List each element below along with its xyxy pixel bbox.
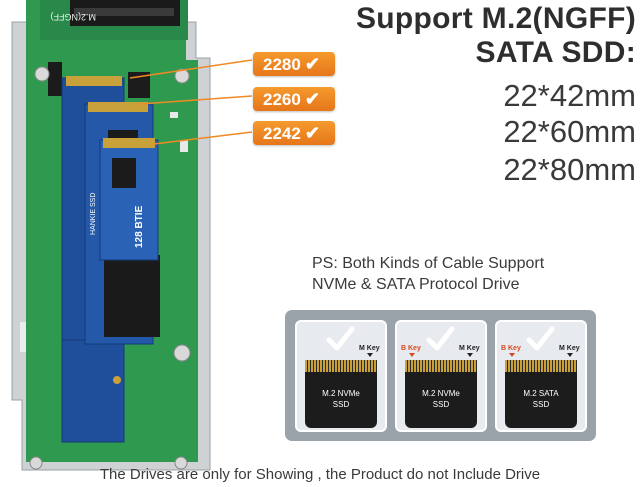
ps-note-line-1: PS: Both Kinds of Cable Support <box>312 255 545 272</box>
connector-pins <box>505 360 577 372</box>
badge-label: 2260 <box>263 90 301 109</box>
m-key-label: M Key <box>559 345 580 352</box>
drive-label-line-2: SSD <box>532 400 550 409</box>
key-card-nvme-mkey: M Key M.2 NVMe SSD <box>295 320 387 432</box>
badge-label: 2280 <box>263 55 301 74</box>
pointer-line-2260 <box>139 95 253 105</box>
b-key-label: B Key <box>401 345 421 352</box>
footer-disclaimer: The Drives are only for Showing , the Pr… <box>99 466 541 483</box>
m-key-arrow-icon <box>367 353 373 357</box>
drive-label: M.2 NVMe SSD <box>311 388 371 410</box>
ps-note-line-2: NVMe & SATA Protocol Drive <box>312 276 520 293</box>
m-key-arrow-icon <box>567 353 573 357</box>
drive-label-line-1: M.2 SATA <box>523 389 559 398</box>
pointer-lines <box>129 59 253 145</box>
drive-label-line-2: SSD <box>332 400 350 409</box>
size-2260: 22*60mm <box>503 114 636 149</box>
m-key-label: M Key <box>359 345 380 352</box>
pointer-line-2280 <box>129 59 253 79</box>
drive-label: M.2 SATA SSD <box>511 388 571 410</box>
key-card-nvme-bm-key: B Key M Key M.2 NVMe SSD <box>395 320 487 432</box>
checkmark-icon <box>426 326 455 351</box>
headline-line-1: Support M.2(NGFF) <box>355 2 636 35</box>
m-key-arrow-icon <box>467 353 473 357</box>
drive-label-line-1: M.2 NVMe <box>422 389 460 398</box>
checkmark-icon: ✔ <box>304 54 320 74</box>
m-key-label: M Key <box>459 345 480 352</box>
key-card-sata-bm-key: B Key M Key M.2 SATA SSD <box>495 320 587 432</box>
b-key-arrow-icon <box>509 353 515 357</box>
connector-pins <box>305 360 377 372</box>
board-silkscreen-label: M.2(NGFF) <box>51 12 97 22</box>
ssd-2242 <box>99 138 159 261</box>
drive-label-line-1: M.2 NVMe <box>322 389 360 398</box>
checkmark-icon <box>526 326 555 351</box>
badge-2260: 2260✔ <box>253 87 335 111</box>
size-2280: 22*80mm <box>503 152 636 187</box>
checkmark-icon: ✔ <box>304 89 320 109</box>
pointer-line-2242 <box>153 131 253 145</box>
headline-line-2: SATA SDD: <box>475 36 636 69</box>
checkmark-icon: ✔ <box>304 123 320 143</box>
checkmark-icon <box>326 326 355 351</box>
ssd-model-label: 128 BTIE <box>134 205 145 248</box>
product-photo: HANKIE SSD 128 BTIE M.2(NGFF) <box>11 0 211 471</box>
ssd-brand-label: HANKIE SSD <box>90 193 97 235</box>
connector-pins <box>405 360 477 372</box>
b-key-arrow-icon <box>409 353 415 357</box>
drive-label: M.2 NVMe SSD <box>411 388 471 410</box>
badge-2242: 2242✔ <box>253 121 335 145</box>
badge-2280: 2280✔ <box>253 52 335 76</box>
badge-label: 2242 <box>263 124 301 143</box>
size-2242: 22*42mm <box>503 78 636 113</box>
drive-label-line-2: SSD <box>432 400 450 409</box>
b-key-label: B Key <box>501 345 521 352</box>
